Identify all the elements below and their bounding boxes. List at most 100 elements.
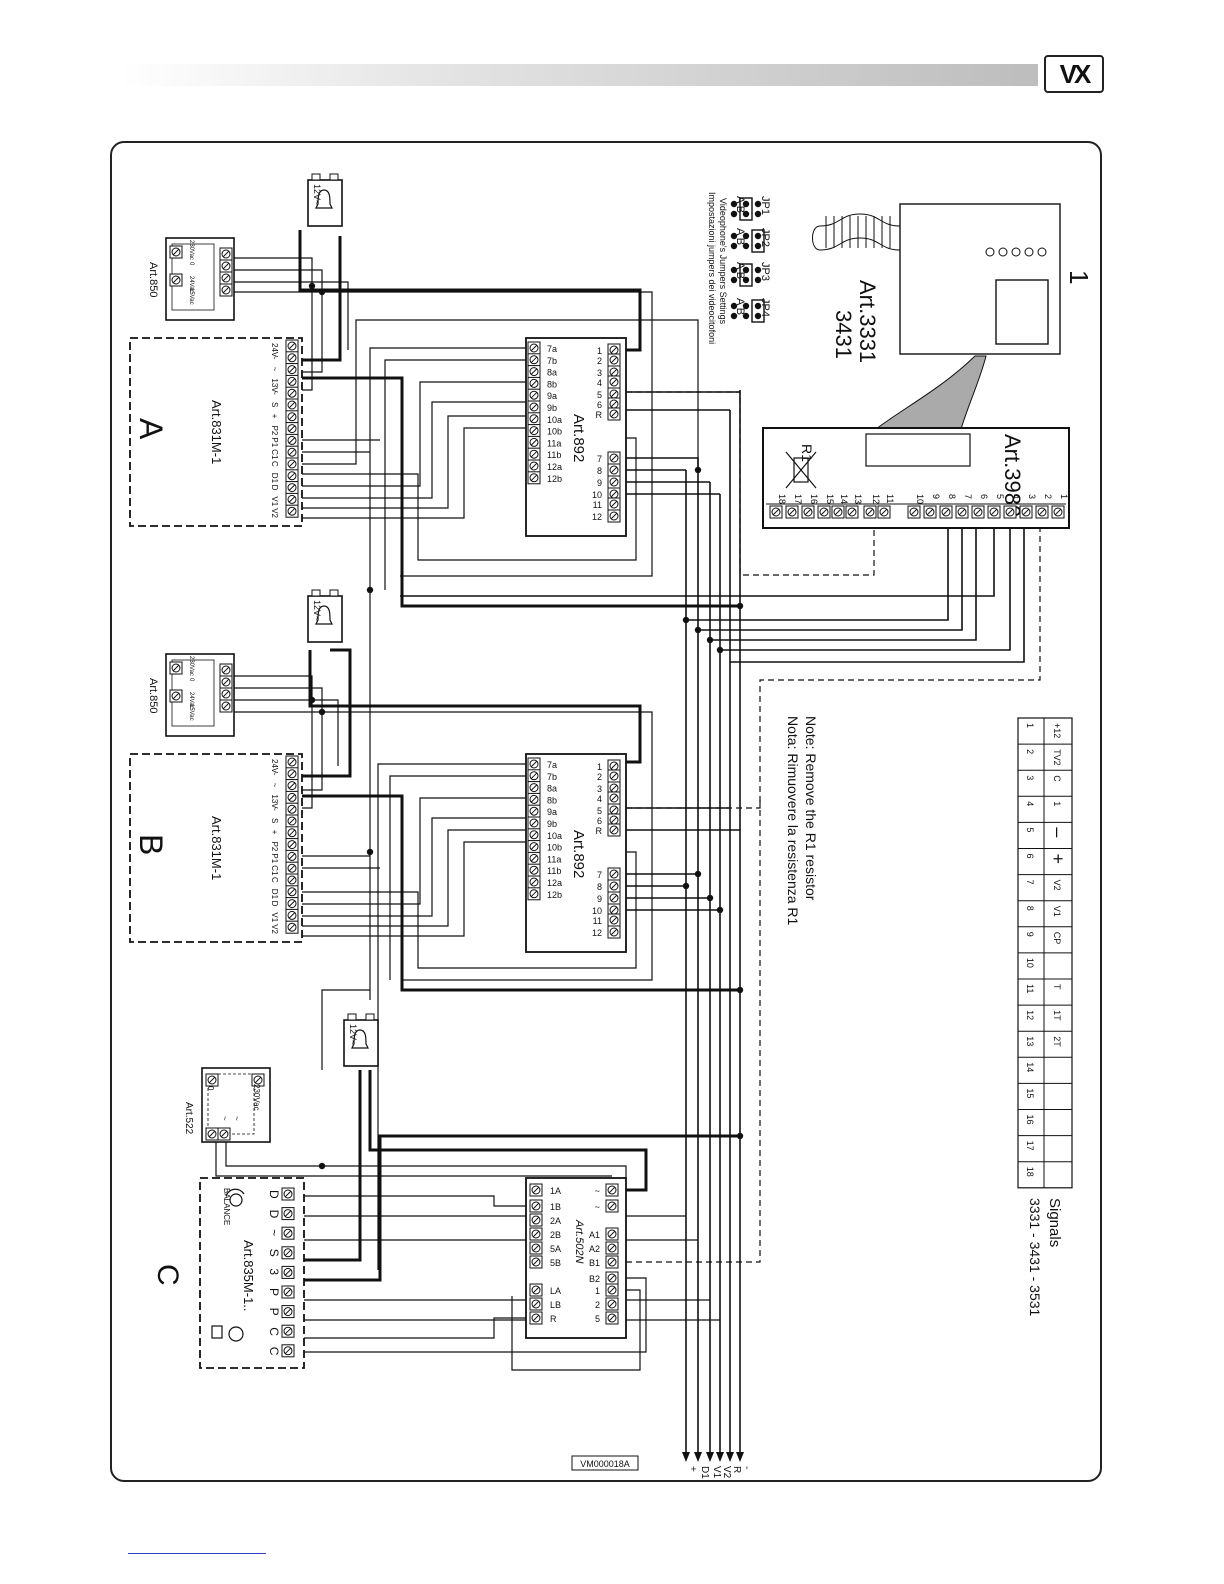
art502-left-label: 1A (550, 1186, 561, 1196)
art892-left-label: 8b (547, 795, 557, 805)
art3980-terminal-10 (907, 505, 921, 519)
art892-left-terminal (527, 400, 541, 414)
art835-terminal (281, 1187, 295, 1201)
art850-terminal (219, 259, 233, 273)
art831-terminal (285, 849, 299, 863)
jumper-cap (751, 229, 765, 253)
art502-left-terminal (529, 1183, 543, 1197)
art835-term-label: P (267, 1288, 281, 1296)
art892-right-label: 11 (593, 500, 602, 510)
art892-right-label: 4 (597, 378, 602, 388)
jumper-pin (754, 200, 762, 208)
art3980-terminal-14 (831, 505, 845, 519)
jumper-pin (730, 232, 738, 240)
art850-terminal (219, 247, 233, 261)
art831-terminal (285, 445, 299, 459)
art3980-connector (865, 433, 971, 467)
art892-left-terminal (527, 388, 541, 402)
jumper-settings-it: Impostazioni jumpers dei videocitofoni (707, 192, 717, 344)
art892-left-terminal (527, 376, 541, 390)
art831-term-label: ~ (270, 806, 279, 811)
art831-terminal (285, 920, 299, 934)
bell-icon (351, 1029, 369, 1049)
art3980-terminal-18 (769, 505, 783, 519)
art892-right-label: 3 (597, 784, 602, 794)
bell-label: 12V~ (312, 184, 322, 205)
art892-right-label: 7 (597, 454, 602, 464)
jumper-ab-label: A B (734, 196, 746, 213)
art850-mains-terminal (169, 689, 183, 703)
art502-left-label: 2A (550, 1216, 561, 1226)
note-it: Nota: Rimuovere la resistenza R1 (785, 716, 801, 926)
art892-right-terminal (607, 781, 621, 795)
art3980-terminal-label: 10 (915, 494, 925, 504)
jumper-name-jp2: JP2 (759, 228, 771, 247)
bell-label: 12V~ (312, 600, 322, 621)
videophone-model-a: Art.3331 (855, 280, 880, 363)
vx-logo: VX (1044, 55, 1104, 93)
signals-name: TV2 (1052, 749, 1062, 766)
art892-left-label: 11a (547, 854, 561, 864)
art3980-terminal-label: 16 (809, 494, 819, 504)
art835-term-label: C (267, 1327, 281, 1336)
art892-left-terminal (527, 875, 541, 889)
art502-right-terminal (605, 1255, 619, 1269)
art831-terminal (285, 374, 299, 388)
art892-right-label: 11 (593, 916, 602, 926)
art502-right-terminal (605, 1183, 619, 1197)
art892-right-terminal (607, 375, 621, 389)
bus-label: V1 (711, 1466, 722, 1479)
note-en: Note: Remove the R1 resistor (803, 716, 819, 901)
balance-knob-icon (225, 1188, 245, 1207)
signals-number: 14 (1025, 1062, 1035, 1072)
art892-left-label: 9b (547, 819, 557, 829)
jumper-pin (742, 200, 750, 208)
art850-terminal (219, 271, 233, 285)
art892-left-label: 12a (547, 878, 562, 888)
art831-term-label: C (270, 877, 279, 883)
art502-left-terminal (529, 1311, 543, 1325)
art892-right-terminal (607, 451, 621, 465)
art3980-terminal-label: 6 (979, 494, 989, 499)
art892-right-label: 12 (592, 512, 602, 522)
art892-left-terminal (527, 447, 541, 461)
unitB-bus-links (626, 807, 740, 911)
art831-terminal (285, 339, 299, 353)
bus-label: V2 (721, 1466, 732, 1479)
signals-number: 18 (1025, 1167, 1035, 1177)
signals-number: 16 (1025, 1115, 1035, 1125)
resistor-r1-icon (785, 451, 817, 489)
signals-models: 3331 - 3431 - 3531 (1027, 1198, 1043, 1317)
art835-terminal (281, 1226, 295, 1240)
signals-title: Signals (1046, 1198, 1063, 1247)
art892-left-terminal (527, 887, 541, 901)
bell-c: 12V~ (343, 1013, 379, 1067)
art835-terminal (281, 1207, 295, 1221)
jumper-pin (742, 210, 750, 218)
art892-left-terminal (527, 353, 541, 367)
art850-label: Art.850 (147, 262, 159, 297)
art892-left-terminal (527, 828, 541, 842)
signals-number: 17 (1025, 1141, 1035, 1151)
signals-name: 1T (1052, 1010, 1062, 1021)
art3980-terminal-label: 2 (1043, 494, 1053, 499)
art892-right-label: 2 (597, 356, 602, 366)
art831-term-label: P1 (270, 437, 279, 447)
art892-left-label: 11b (547, 866, 561, 876)
footer-rule (128, 1553, 266, 1554)
art3980-terminal-13 (845, 505, 859, 519)
signals-number: 9 (1025, 932, 1035, 937)
art850-term-label: 15Vac (188, 288, 194, 305)
art831-term-label: P2 (270, 842, 279, 852)
jumper-name-jp4: JP4 (759, 298, 771, 317)
art835-terminal (281, 1344, 295, 1358)
art502-left-label: 5A (550, 1244, 561, 1254)
art831-term-label: V1 (270, 496, 279, 506)
art3980-terminal-1 (1051, 505, 1065, 519)
videophone-model-b: 3431 (831, 310, 856, 359)
art892-left-terminal (527, 412, 541, 426)
bus-label: + (687, 1466, 698, 1472)
bell-c-device: 12V~ (343, 1013, 379, 1067)
